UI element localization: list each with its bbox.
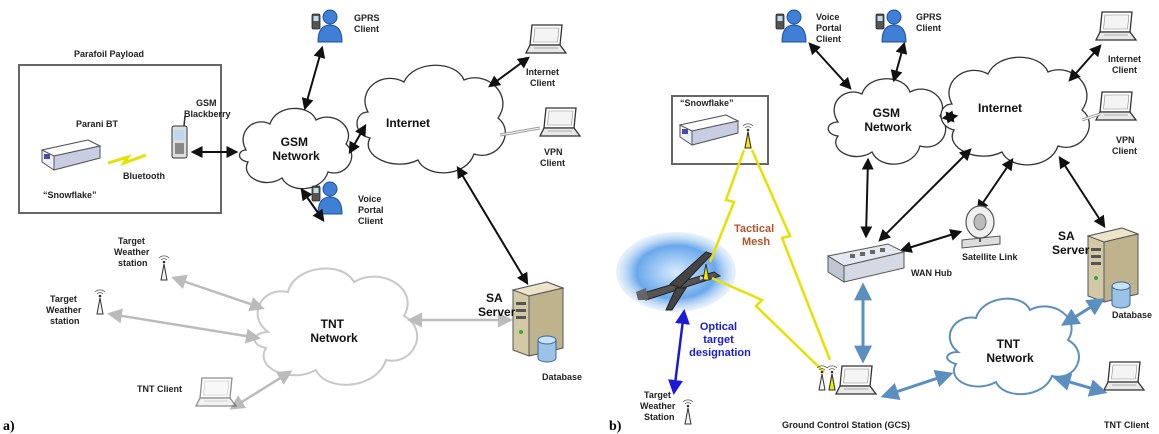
link-b-internet-sat	[976, 158, 1014, 212]
tnt-network-b-cloud	[946, 297, 1080, 396]
gcs-antenna-icon	[826, 365, 838, 391]
internet-client-laptop-icon	[525, 24, 567, 54]
snowflake-device-icon	[41, 139, 101, 171]
vpn-client-b-laptop-icon	[1095, 91, 1137, 121]
optical-label: Optical target designation	[689, 321, 751, 359]
tnt-client-b-label: TNT Client	[1104, 420, 1149, 430]
link-internet-sa	[456, 165, 529, 286]
mesh-link-uav-gcs	[711, 276, 825, 373]
panel-a: Parafoil Payload Parani BT “Snowflake” B…	[3, 9, 582, 434]
mesh-link-snowflake-uav	[708, 149, 746, 263]
target-weather-b-antenna-icon	[682, 399, 694, 425]
link-b-tnt-sa	[1060, 298, 1106, 326]
tnt-client-label: TNT Client	[137, 384, 182, 394]
uav-aircraft-icon	[636, 251, 722, 311]
internet-client-b-laptop-icon	[1095, 11, 1137, 41]
gsm-blackberry-label: GSM Blackberry	[184, 98, 231, 119]
target-weather-2-label: Target Weather station	[46, 294, 84, 326]
snowflake-b-device-icon	[679, 114, 739, 146]
internet-b-cloud	[940, 56, 1090, 166]
panel-b-tag: b)	[609, 419, 622, 434]
internet-client-label: Internet Client	[526, 67, 562, 88]
link-b-internet-vpn-inner	[1081, 113, 1101, 121]
uav-antenna-icon	[702, 263, 710, 281]
optical-designation-arrow	[668, 309, 690, 395]
target-weather-b-label: Target Weather Station	[640, 390, 678, 422]
panel-a-tag: a)	[3, 419, 15, 434]
satellite-link-label: Satellite Link	[962, 252, 1019, 262]
link-gsm-gprs	[301, 45, 326, 111]
tnt-client-laptop-icon	[195, 377, 237, 407]
blackberry-phone-icon	[171, 115, 188, 159]
link-b-internet-wan	[878, 148, 972, 242]
parafoil-payload-box	[18, 64, 222, 214]
link-b-gsm-internet	[941, 110, 959, 124]
voice-portal-client-label: Voice Portal Client	[358, 194, 386, 226]
sa-server-b-label: SA Server	[1052, 229, 1090, 257]
gsm-network-label: GSM Network	[272, 135, 320, 163]
voice-portal-client-b-person-icon	[775, 9, 807, 43]
gcs-laptop-icon	[835, 365, 877, 395]
link-b-internet-sa	[1058, 155, 1106, 229]
database-label: Database	[542, 372, 582, 382]
gprs-client-person-icon	[311, 9, 343, 43]
database-icon	[537, 335, 557, 363]
link-tnt-client	[229, 370, 293, 410]
database-b-icon	[1111, 281, 1131, 309]
gsm-network-cloud	[238, 107, 353, 190]
link-internet-client	[488, 56, 530, 88]
wan-hub-icon	[826, 243, 906, 283]
internet-b-label: Internet	[978, 101, 1022, 115]
voice-portal-client-b-label: Voice Portal Client	[816, 12, 844, 44]
tnt-network-cloud	[254, 267, 418, 386]
sa-server-label: SA Server	[478, 291, 516, 319]
target-weather-antenna-2-icon	[94, 289, 106, 315]
bluetooth-link-icon	[107, 153, 147, 166]
snowflake-antenna-icon	[742, 123, 754, 149]
link-b-gsm-voice	[808, 42, 852, 90]
target-weather-1-label: Target Weather station	[114, 236, 152, 268]
link-b-gsm-wan	[860, 157, 874, 239]
gsm-network-b-label: GSM Network	[864, 106, 912, 134]
link-tnt-weather-1	[171, 274, 265, 312]
gcs-label: Ground Control Station (GCS)	[782, 420, 910, 430]
internet-cloud	[356, 64, 506, 174]
wan-hub-label: WAN Hub	[911, 268, 952, 278]
link-b-tnt-client	[1052, 373, 1108, 397]
tnt-client-b-laptop-icon	[1103, 361, 1145, 391]
internet-label: Internet	[386, 116, 430, 130]
vpn-client-laptop-icon	[539, 107, 581, 137]
tnt-network-label: TNT Network	[310, 317, 358, 345]
panel-b: “Snowflake” Voice Portal Client GPRS Cli…	[609, 9, 1152, 434]
gprs-client-label: GPRS Client	[354, 13, 382, 34]
vpn-client-label: VPN Client	[540, 147, 565, 168]
mesh-link-snowflake-gcs	[750, 149, 832, 361]
snowflake-b-label: “Snowflake”	[680, 98, 734, 108]
link-gsm-internet	[348, 123, 367, 155]
vpn-client-b-label: VPN Client	[1112, 135, 1137, 156]
gsm-network-b-cloud	[827, 78, 947, 165]
internet-client-b-label: Internet Client	[1108, 54, 1144, 75]
parani-bt-label: Parani BT	[76, 119, 119, 129]
link-b-internet-client	[1068, 44, 1102, 82]
link-b-gsm-gprs	[890, 41, 908, 83]
tnt-network-b-label: TNT Network	[986, 337, 1034, 365]
gprs-client-b-person-icon	[875, 9, 907, 43]
database-b-label: Database	[1112, 310, 1152, 320]
link-tnt-weather-2	[107, 308, 261, 344]
snowflake-label: “Snowflake”	[43, 190, 97, 200]
bluetooth-label: Bluetooth	[123, 171, 165, 181]
link-b-gcs-tnt	[880, 370, 954, 400]
link-gsm-voice	[300, 188, 325, 222]
payload-title: Parafoil Payload	[74, 49, 144, 59]
gprs-client-b-label: GPRS Client	[916, 12, 944, 33]
link-b-sat-wan	[899, 229, 963, 253]
satellite-dish-icon	[961, 205, 1001, 249]
snowflake-box	[671, 95, 769, 165]
link-internet-vpn-inner	[499, 127, 541, 136]
target-weather-antenna-1-icon	[158, 255, 170, 281]
tactical-mesh-label: Tactical Mesh	[734, 223, 777, 248]
